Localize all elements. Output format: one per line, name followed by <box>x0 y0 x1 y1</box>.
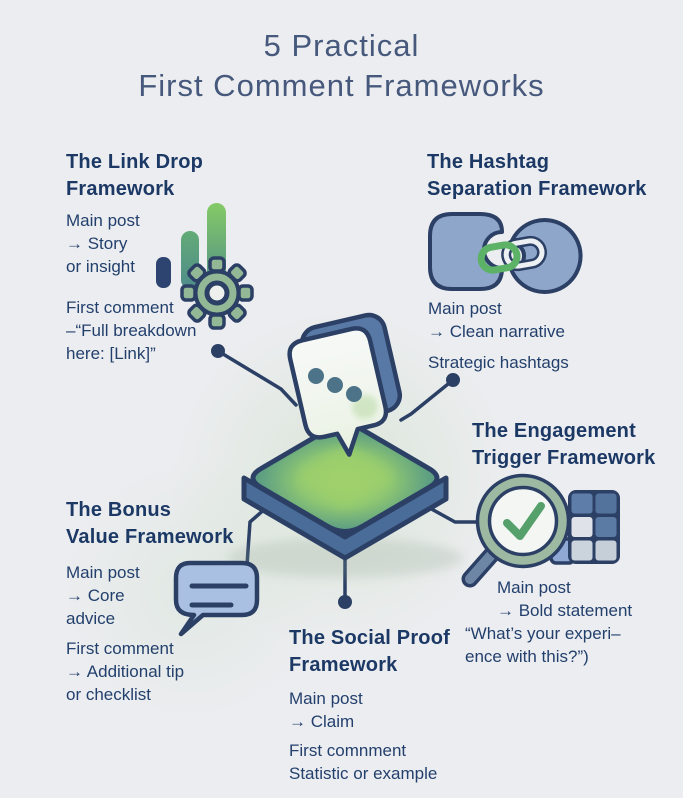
social-proof-heading: The Social Proof Framework <box>289 627 451 676</box>
page-title: 5 Practical First Comment Frameworks <box>138 28 545 103</box>
gear-icon <box>180 256 254 330</box>
bar-chart-gear-icon <box>156 203 254 330</box>
check-icon <box>503 502 545 540</box>
notched-square <box>428 212 504 291</box>
bonus-value-body-first-comment: First comment → Additional tip or checkl… <box>66 639 185 704</box>
engagement-body-quote: “What’s your experi– ence with this?”) <box>465 624 621 666</box>
engagement-heading: The Engagement Trigger Framework <box>472 420 656 469</box>
speech-bubble-platform-icon <box>227 312 463 578</box>
bonus-value-heading: The Bonus Value Framework <box>66 499 234 548</box>
engagement-body-main-post: Main post → Bold statement <box>497 578 633 620</box>
chain-link-icon <box>477 235 547 274</box>
link-drop-body-main-post: Main post → Story or insight <box>66 211 140 276</box>
grid-icon <box>568 490 620 564</box>
chat-bubble-lines-icon <box>173 560 260 637</box>
connector-dot-icon <box>446 373 460 387</box>
platform-side <box>241 475 449 561</box>
typing-dots-icon <box>308 368 362 402</box>
connector-dot-icon <box>338 595 352 609</box>
link-drop-body-first-comment: First comment –“Full breakdown here: [Li… <box>66 298 197 363</box>
magnifier-icon <box>461 473 571 588</box>
hashtag-body-strategic: Strategic hashtags <box>428 353 569 372</box>
connector-hashtag <box>399 378 455 422</box>
social-proof-body-first-comment: First comnment Statistic or example <box>289 741 438 783</box>
magnifier-check-grid-icon <box>461 473 620 588</box>
hashtag-body-main-post: Main post → Clean narrative <box>428 299 566 341</box>
linked-shapes-icon <box>428 212 583 294</box>
platform-glow <box>299 449 391 506</box>
chat-bubble-3d <box>287 312 403 457</box>
social-proof-body-main-post: Main post → Claim <box>289 689 363 731</box>
connector-dot-icon <box>211 344 225 358</box>
hashtag-heading: The Hashtag Separation Framework <box>427 151 647 200</box>
bonus-value-body-main-post: Main post → Core advice <box>66 563 140 628</box>
link-drop-heading: The Link Drop Framework <box>66 151 204 200</box>
connector-link-drop <box>216 349 298 407</box>
